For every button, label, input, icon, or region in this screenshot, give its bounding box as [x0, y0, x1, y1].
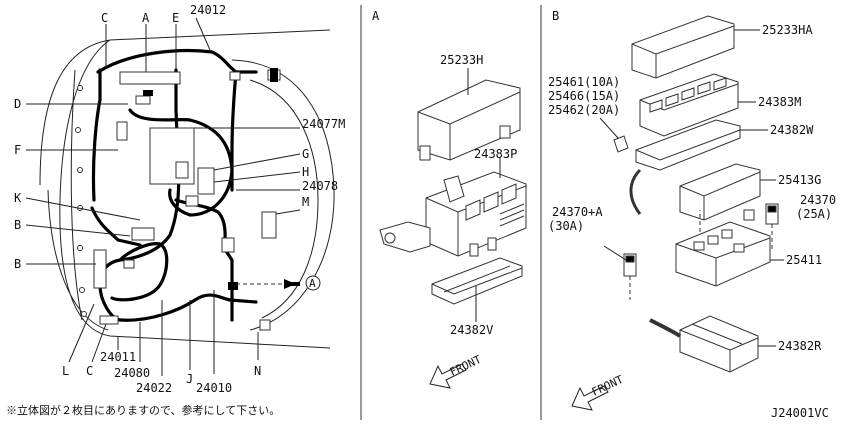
label-a: A	[142, 11, 150, 25]
block-24383m	[639, 73, 739, 137]
body-clips	[75, 85, 87, 317]
harness-lower-branch	[110, 242, 169, 302]
dashboard-outline	[39, 29, 331, 349]
harness-top-right	[230, 70, 238, 192]
label-24080: 24080	[114, 366, 150, 380]
note-text: ※立体図が２枚目にありますので、参考にして下さい。	[6, 403, 280, 417]
label-25413g: 25413G	[778, 173, 821, 187]
panel-a: A 25233H 24383P	[372, 9, 527, 389]
label-f: F	[14, 143, 21, 157]
harness-left-lower	[90, 206, 142, 247]
dashboard-edge	[231, 59, 335, 331]
label-25411: 25411	[786, 253, 822, 267]
label-n: N	[254, 364, 261, 378]
label-ref-a: A	[309, 277, 316, 290]
ref-a-arrow-shaft	[290, 282, 300, 286]
label-24382v: 24382V	[450, 323, 493, 337]
label-24382r: 24382R	[778, 339, 822, 353]
front-arrow-b: FRONT	[571, 373, 626, 411]
label-d: D	[14, 97, 21, 111]
label-b2: B	[14, 257, 21, 271]
label-24383m: 24383M	[758, 95, 801, 109]
label-24022: 24022	[136, 381, 172, 395]
fuse-25a	[765, 203, 779, 225]
label-25461: 25461(10A)	[548, 75, 620, 89]
cover-25233ha	[631, 15, 735, 79]
label-b1: B	[14, 218, 21, 232]
front-label-a: FRONT	[448, 353, 484, 379]
front-arrow-a: FRONT	[429, 353, 484, 389]
label-24010: 24010	[196, 381, 232, 395]
leader-lines	[25, 17, 301, 376]
label-25233ha: 25233HA	[762, 23, 813, 37]
fusebox-body-24383p	[379, 171, 527, 257]
bracket-24382w	[629, 119, 741, 215]
fusebox-cover-25233h	[417, 79, 521, 161]
label-24382w: 24382W	[770, 123, 814, 137]
relay-cover-25413g	[679, 163, 761, 221]
label-24370a: 24370+A	[552, 205, 603, 219]
label-25233h: 25233H	[440, 53, 483, 67]
panel-b: B 25233HA 25461(10A) 25466(15A) 25462(20…	[548, 9, 836, 420]
label-24078: 24078	[302, 179, 338, 193]
label-24012: 24012	[190, 3, 226, 17]
dashboard-harness-view: C A E 24012 D F K B B 24077M G H 24078 M…	[6, 3, 345, 417]
harness-top-secondary	[91, 68, 102, 202]
relay-block-25411	[675, 221, 771, 287]
fusebox-bottom-24382v	[431, 257, 523, 305]
fuse-30a	[623, 253, 637, 277]
label-h: H	[302, 165, 309, 179]
harness-top-trunk	[96, 49, 258, 74]
label-c-bottom: C	[86, 364, 93, 378]
harness-lower-right	[118, 293, 258, 322]
fuse-small	[613, 135, 629, 153]
leader-fuse	[599, 117, 619, 139]
label-25a: (25A)	[796, 207, 832, 221]
label-30a: (30A)	[548, 219, 584, 233]
label-g: G	[302, 147, 309, 161]
label-24011: 24011	[100, 350, 136, 364]
diagram-code: J24001VC	[771, 406, 829, 420]
lower-cover-24382r	[649, 315, 759, 373]
dashboard-edge-inner	[249, 79, 319, 319]
label-j: J	[186, 372, 193, 386]
leader-fuse-30a	[603, 245, 627, 261]
label-25462: 25462(20A)	[548, 103, 620, 117]
label-c-top: C	[101, 11, 108, 25]
panel-a-title: A	[372, 9, 380, 23]
panel-b-title: B	[552, 9, 559, 23]
label-k: K	[14, 191, 22, 205]
label-l: L	[62, 364, 69, 378]
harness-right-branch	[174, 198, 234, 322]
harness-vertical-main	[98, 68, 181, 322]
harness-connectors	[93, 69, 281, 331]
front-label-b: FRONT	[590, 373, 626, 399]
label-m: M	[302, 195, 309, 209]
harness-pins	[143, 68, 278, 290]
label-24370: 24370	[800, 193, 836, 207]
label-e: E	[172, 11, 179, 25]
ref-a-circle	[305, 275, 321, 291]
label-24077m: 24077M	[302, 117, 345, 131]
label-24383p: 24383P	[474, 147, 517, 161]
label-25466: 25466(15A)	[548, 89, 620, 103]
